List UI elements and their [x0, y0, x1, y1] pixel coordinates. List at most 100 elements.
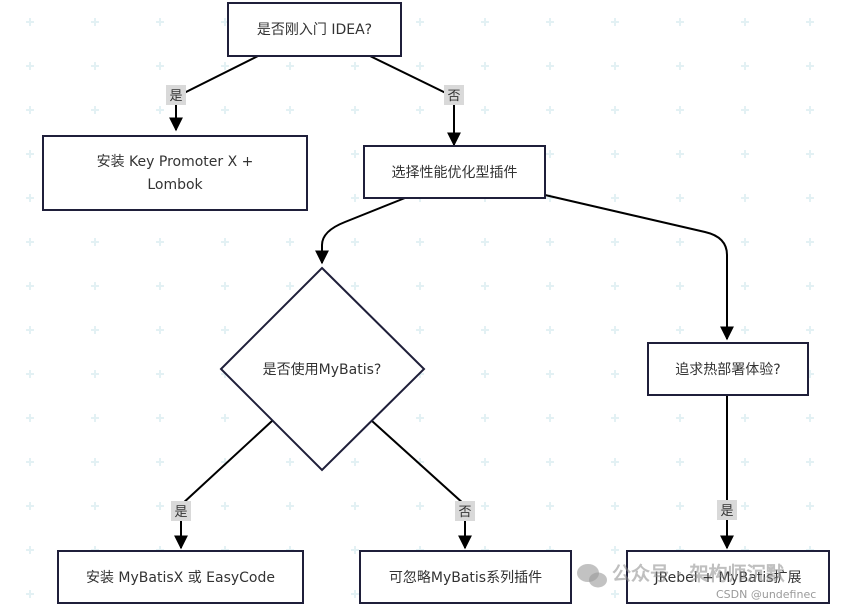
grid-mark [741, 502, 749, 510]
grid-mark [351, 62, 359, 70]
edge-label-start-no-text: 否 [447, 89, 460, 104]
grid-mark [806, 326, 814, 334]
grid-mark [26, 150, 34, 158]
grid-mark [611, 546, 619, 554]
grid-mark [611, 370, 619, 378]
grid-mark [741, 106, 749, 114]
grid-mark [611, 18, 619, 26]
grid-mark [611, 238, 619, 246]
grid-mark [546, 370, 554, 378]
grid-mark [26, 106, 34, 114]
edge-label-start-yes-text: 是 [169, 89, 182, 104]
grid-mark [546, 62, 554, 70]
edge-mybatis-to-install [174, 420, 273, 550]
grid-mark [481, 502, 489, 510]
grid-mark [416, 326, 424, 334]
grid-mark [806, 150, 814, 158]
edge-mybatis-to-ignore [371, 420, 472, 550]
grid-mark [481, 326, 489, 334]
node-key-promoter: 安装 Key Promoter X + Lombok [42, 135, 308, 211]
grid-mark [676, 62, 684, 70]
grid-mark [611, 326, 619, 334]
grid-mark [676, 282, 684, 290]
grid-mark [416, 18, 424, 26]
watermark-brand: 公众号 · 架构师沉默 [612, 562, 785, 585]
node-key-promoter-line1: 安装 Key Promoter X + [97, 154, 254, 170]
grid-mark [676, 194, 684, 202]
background-grid [26, 18, 814, 598]
grid-mark [286, 502, 294, 510]
node-key-promoter-line2: Lombok [147, 177, 203, 193]
grid-mark [416, 238, 424, 246]
grid-mark [26, 458, 34, 466]
node-ignore-mybatis-label: 可忽略MyBatis系列插件 [389, 570, 542, 586]
grid-mark [741, 194, 749, 202]
grid-mark [26, 62, 34, 70]
grid-mark [91, 238, 99, 246]
grid-mark [156, 458, 164, 466]
node-start: 是否刚入门 IDEA? [227, 2, 402, 57]
grid-mark [156, 238, 164, 246]
grid-mark [91, 326, 99, 334]
grid-mark [741, 414, 749, 422]
grid-mark [351, 238, 359, 246]
grid-mark [806, 18, 814, 26]
grid-mark [416, 414, 424, 422]
edge-label-hotdeploy-yes: 是 [717, 500, 737, 520]
node-use-mybatis-label: 是否使用MyBatis? [263, 361, 382, 378]
grid-mark [741, 18, 749, 26]
grid-mark [91, 62, 99, 70]
grid-mark [26, 370, 34, 378]
grid-mark [546, 106, 554, 114]
grid-mark [676, 150, 684, 158]
grid-mark [611, 194, 619, 202]
grid-mark [481, 458, 489, 466]
grid-mark [676, 106, 684, 114]
grid-mark [221, 106, 229, 114]
edge-choose-to-mybatis [315, 197, 406, 265]
edge-label-mybatis-no: 否 [455, 501, 475, 521]
edge-choose-to-hotdeploy [544, 194, 734, 341]
grid-mark [676, 458, 684, 466]
grid-mark [416, 282, 424, 290]
node-mybatisx: 安装 MyBatisX 或 EasyCode [57, 550, 304, 604]
node-ignore-mybatis: 可忽略MyBatis系列插件 [359, 550, 572, 604]
grid-mark [676, 502, 684, 510]
edge-label-mybatis-no-text: 否 [458, 505, 471, 520]
grid-mark [481, 106, 489, 114]
grid-mark [676, 326, 684, 334]
grid-mark [286, 238, 294, 246]
node-choose-perf-label: 选择性能优化型插件 [392, 165, 518, 181]
grid-mark [91, 458, 99, 466]
edge-label-hotdeploy-yes-text: 是 [720, 504, 733, 519]
grid-mark [806, 238, 814, 246]
grid-mark [611, 590, 619, 598]
grid-mark [741, 326, 749, 334]
grid-mark [546, 150, 554, 158]
grid-mark [806, 62, 814, 70]
grid-mark [351, 458, 359, 466]
grid-mark [351, 106, 359, 114]
grid-mark [156, 502, 164, 510]
grid-mark [546, 282, 554, 290]
grid-mark [416, 106, 424, 114]
grid-mark [481, 370, 489, 378]
grid-mark [286, 62, 294, 70]
edge-start-to-keypromoter [169, 55, 259, 132]
grid-mark [156, 414, 164, 422]
grid-mark [286, 282, 294, 290]
grid-mark [806, 194, 814, 202]
grid-mark [481, 62, 489, 70]
edges [169, 55, 734, 550]
grid-mark [351, 150, 359, 158]
grid-mark [546, 458, 554, 466]
node-jrebel-label: JRebel + MyBatis扩展 [653, 570, 801, 586]
grid-mark [806, 414, 814, 422]
grid-mark [806, 106, 814, 114]
grid-mark [611, 414, 619, 422]
grid-mark [741, 150, 749, 158]
grid-mark [611, 106, 619, 114]
grid-mark [26, 18, 34, 26]
grid-mark [546, 502, 554, 510]
grid-mark [676, 18, 684, 26]
